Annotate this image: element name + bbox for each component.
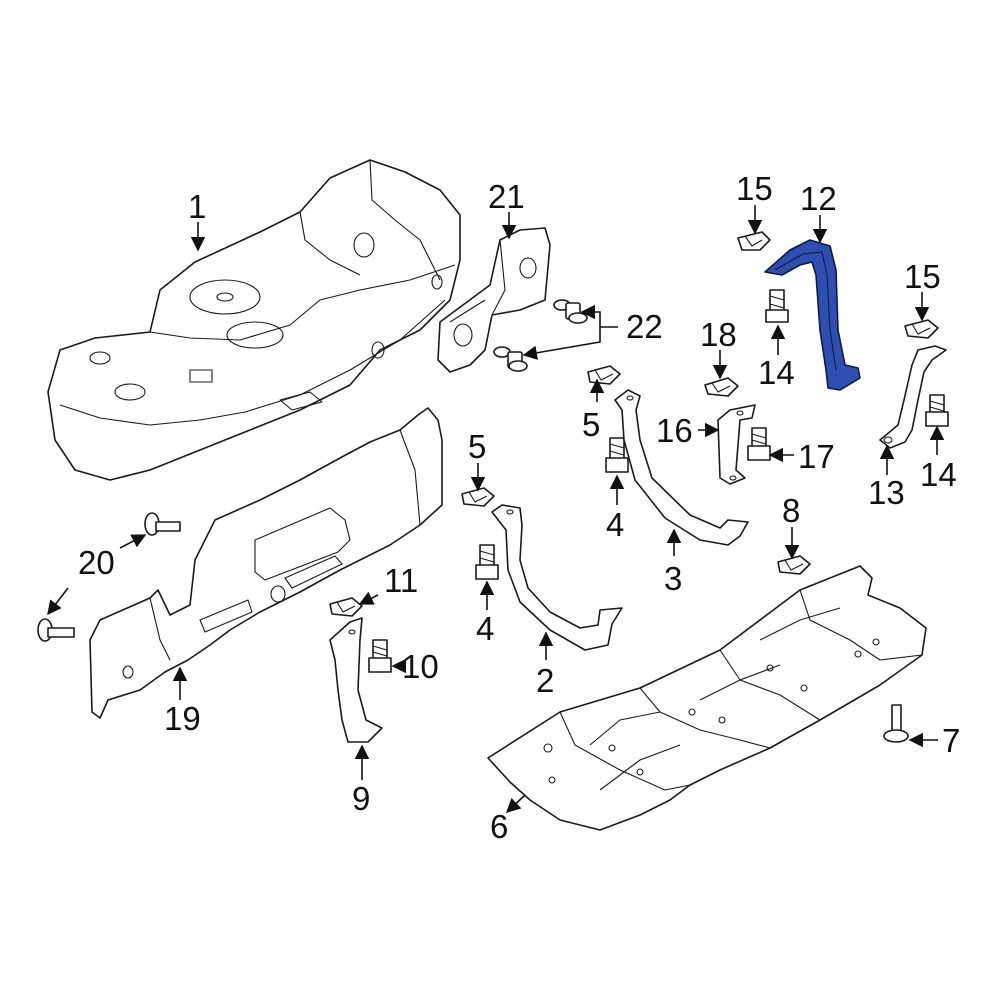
leader-lines: [47, 205, 945, 813]
fuel-tank[interactable]: [47, 159, 461, 481]
callout-5-left: 5: [468, 428, 486, 465]
bolt-10[interactable]: [368, 639, 392, 673]
callout-6: 6: [490, 808, 508, 845]
stud-20-lower[interactable]: [37, 618, 75, 642]
clip-5-right[interactable]: [587, 365, 621, 385]
callout-22: 22: [626, 308, 663, 345]
callout-16: 16: [656, 412, 693, 449]
clip-5-left[interactable]: [461, 487, 495, 507]
callout-19: 19: [164, 700, 201, 737]
bracket-16[interactable]: [717, 404, 756, 485]
callout-8: 8: [782, 492, 800, 529]
callout-14-left: 14: [758, 354, 795, 391]
callout-2: 2: [536, 662, 554, 699]
bolt-14-left[interactable]: [765, 289, 789, 323]
fuel-tank-strap-highlighted[interactable]: [764, 239, 861, 391]
callout-7: 7: [942, 722, 960, 759]
callout-12: 12: [800, 180, 837, 217]
clip-15-right[interactable]: [904, 319, 939, 339]
bolt-4-left[interactable]: [475, 544, 499, 580]
callout-5-right: 5: [582, 406, 600, 443]
tank-strap-3[interactable]: [614, 389, 749, 546]
callout-11: 11: [384, 562, 418, 599]
bolt-14-right[interactable]: [925, 394, 949, 427]
bolt-22-lower[interactable]: [493, 346, 528, 372]
bracket-9[interactable]: [329, 617, 383, 743]
tank-strap-2[interactable]: [491, 504, 623, 651]
clip-8[interactable]: [777, 555, 811, 575]
clip-11[interactable]: [329, 597, 363, 617]
callout-21: 21: [488, 178, 525, 215]
callout-3: 3: [664, 560, 682, 597]
callout-labels: 1 21 22 15 12 15 18 14 5 16 17 13 14 5 4…: [78, 170, 960, 845]
callout-17: 17: [798, 438, 835, 475]
callout-15-right: 15: [904, 258, 941, 295]
callout-18: 18: [700, 316, 737, 353]
callout-10: 10: [402, 648, 439, 685]
bolt-4-right[interactable]: [605, 437, 629, 473]
clip-18[interactable]: [704, 377, 739, 397]
skid-plate[interactable]: [487, 565, 927, 831]
callout-9: 9: [352, 780, 370, 817]
stud-20-upper[interactable]: [144, 512, 181, 536]
callout-15-left: 15: [736, 170, 773, 207]
callout-4-right: 4: [606, 506, 624, 543]
side-shield[interactable]: [89, 407, 443, 719]
callout-13: 13: [868, 474, 905, 511]
bolt-17[interactable]: [747, 427, 771, 461]
stud-7[interactable]: [883, 704, 909, 743]
callout-1: 1: [188, 188, 206, 225]
callout-20: 20: [78, 544, 115, 581]
clip-15-left[interactable]: [737, 231, 771, 251]
callout-14-right: 14: [920, 456, 957, 493]
tank-strap-13[interactable]: [879, 345, 947, 449]
callout-4-left: 4: [476, 610, 494, 647]
